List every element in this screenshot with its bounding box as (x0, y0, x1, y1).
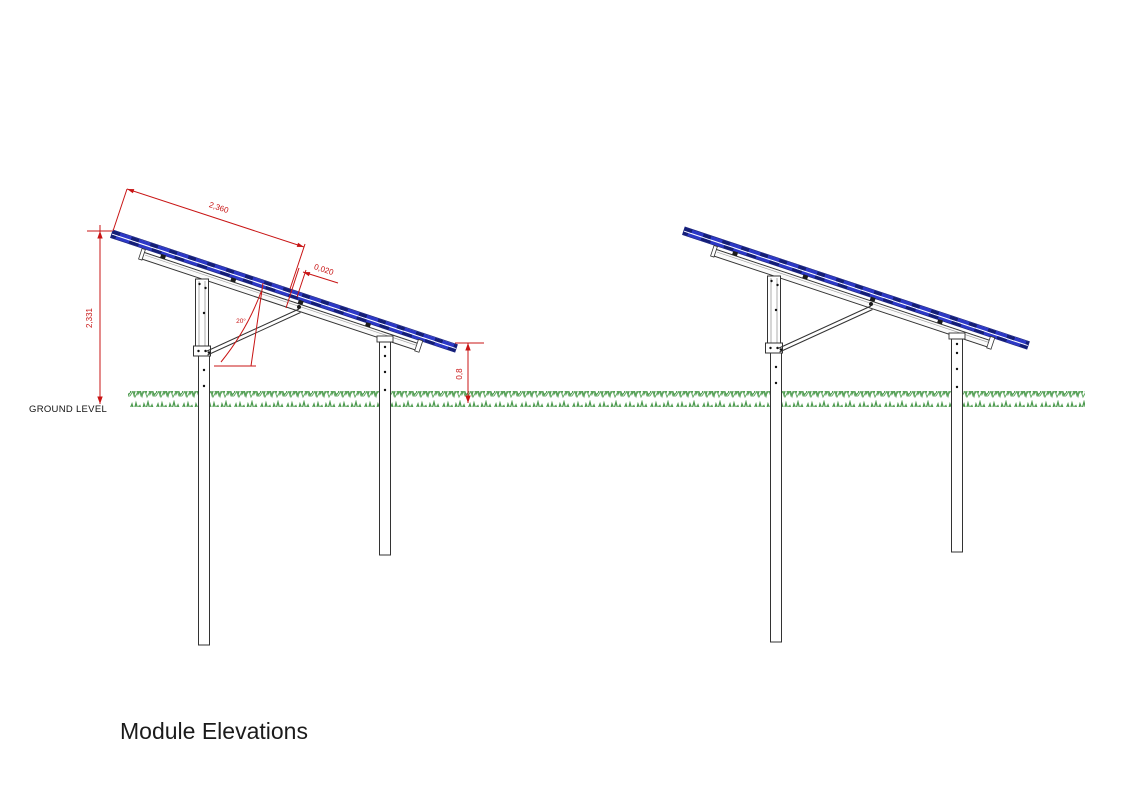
dim-module-length-text: 2,360 (208, 200, 230, 215)
left-module-structure (108, 228, 460, 647)
dimension-panel-bottom-height: 0,8 (455, 342, 484, 403)
ground-level-label: GROUND LEVEL (29, 404, 107, 415)
dimension-tilt-angle: 20° (214, 282, 264, 367)
dim-panel-bottom-height-text: 0,8 (455, 368, 464, 380)
dim-module-gap-text: 0,020 (313, 262, 335, 277)
page-title: Module Elevations (120, 718, 308, 744)
dim-tilt-angle-text: 20° (236, 317, 246, 325)
dim-panel-top-height-text: 2,331 (85, 307, 94, 328)
dimension-panel-top-height: 2,331 (85, 225, 112, 404)
grass-ground-line (128, 391, 1085, 407)
right-module-structure (680, 225, 1032, 644)
